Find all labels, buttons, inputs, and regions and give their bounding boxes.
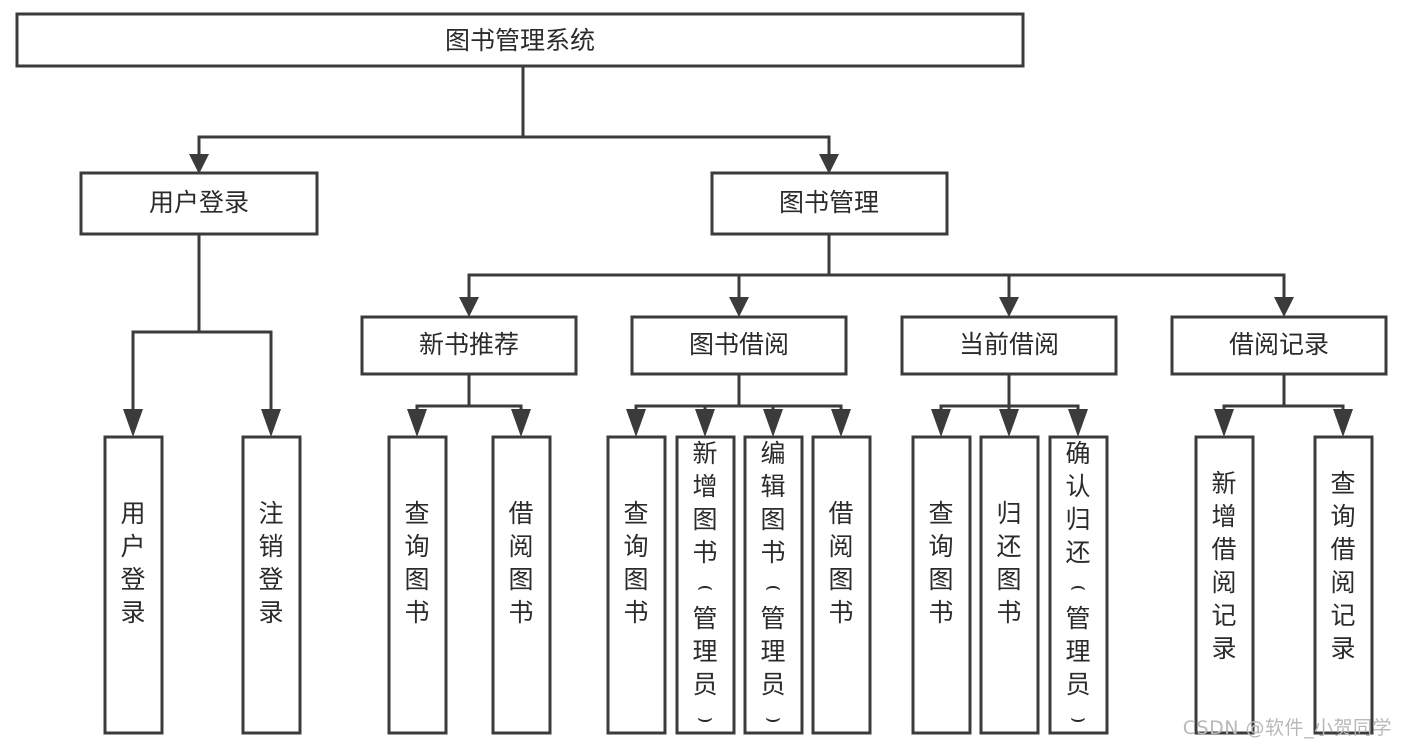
leaf-box-current-borrow-0[interactable]: [911, 435, 972, 735]
leaf-node-user-login-0[interactable]: 用户登录: [103, 435, 164, 735]
arrowhead-user-login: [189, 154, 209, 174]
node-current-borrow[interactable]: 当前借阅: [900, 315, 1118, 376]
leaf-node-borrow-record-0[interactable]: 新增借阅记录: [1194, 435, 1255, 735]
arrowhead-leaf-user-login-0: [123, 409, 143, 437]
leaf-node-current-borrow-2[interactable]: 确认归还⌢管理员⌣: [1048, 435, 1109, 735]
connector-group-borrow-record: [1214, 372, 1353, 437]
arrowhead-leaf-current-borrow-2: [1068, 409, 1088, 437]
leaf-box-user-login-1[interactable]: [241, 435, 302, 735]
connector-group-user-login: [123, 232, 281, 437]
arrowhead-book-mgmt: [819, 154, 839, 174]
arrowhead-leaf-new-book-1: [511, 409, 531, 437]
leaf-box-borrow-record-0[interactable]: [1194, 435, 1255, 735]
node-book-borrow[interactable]: 图书借阅: [630, 315, 848, 376]
node-book-management[interactable]: 图书管理: [710, 171, 949, 236]
leaf-box-new-book-0[interactable]: [387, 435, 448, 735]
arrowhead-leaf-book-borrow-1: [695, 409, 715, 437]
leaf-node-borrow-record-1[interactable]: 查询借阅记录: [1313, 435, 1374, 735]
node-current-borrow-label: 当前借阅: [959, 330, 1059, 359]
arrowhead-book-borrow: [729, 297, 749, 317]
leaf-label-book-borrow-0: 查询图书: [623, 499, 648, 627]
leaf-node-book-borrow-2[interactable]: 编辑图书⌢管理员⌣: [743, 435, 804, 735]
node-root-label: 图书管理系统: [445, 26, 595, 55]
leaf-box-book-borrow-0[interactable]: [606, 435, 667, 735]
leaf-label-user-login-1: 注销登录: [258, 499, 283, 627]
leaf-label-new-book-0: 查询图书: [404, 499, 429, 627]
leaf-node-new-book-1[interactable]: 借阅图书: [491, 435, 552, 735]
leaf-box-user-login-0[interactable]: [103, 435, 164, 735]
node-new-book-recommend-box[interactable]: [360, 315, 578, 376]
node-current-borrow-box[interactable]: [900, 315, 1118, 376]
connector-group-book-borrow: [626, 372, 851, 437]
arrowhead-leaf-user-login-1: [261, 409, 281, 437]
arrowhead-leaf-borrow-record-1: [1333, 409, 1353, 437]
connector-group-book-mgmt: [459, 232, 1294, 317]
node-user-login[interactable]: 用户登录: [79, 171, 319, 236]
node-new-book-recommend-label: 新书推荐: [419, 330, 519, 359]
leaf-box-new-book-1[interactable]: [491, 435, 552, 735]
arrowhead-leaf-book-borrow-3: [831, 409, 851, 437]
node-borrow-record-box[interactable]: [1170, 315, 1388, 376]
arrowhead-leaf-book-borrow-0: [626, 409, 646, 437]
arrowhead-leaf-current-borrow-0: [931, 409, 951, 437]
leaf-node-book-borrow-1[interactable]: 新增图书⌢管理员⌣: [675, 435, 736, 735]
connector-group-current-borrow: [931, 372, 1088, 437]
leaf-label-book-borrow-2: 编辑图书⌢管理员⌣: [760, 439, 785, 732]
node-user-login-label: 用户登录: [149, 188, 249, 217]
node-root[interactable]: 图书管理系统: [15, 12, 1025, 68]
leaf-label-borrow-record-1: 查询借阅记录: [1330, 469, 1355, 663]
leaf-node-book-borrow-3[interactable]: 借阅图书: [811, 435, 872, 735]
arrowhead-borrow-record: [1274, 297, 1294, 317]
leaf-box-book-borrow-2[interactable]: [743, 435, 804, 735]
leaf-label-new-book-1: 借阅图书: [508, 499, 533, 627]
leaf-box-book-borrow-1[interactable]: [675, 435, 736, 735]
leaf-label-borrow-record-0: 新增借阅记录: [1211, 469, 1236, 663]
arrowhead-leaf-book-borrow-2: [763, 409, 783, 437]
leaf-label-book-borrow-3: 借阅图书: [828, 499, 853, 627]
leaf-node-user-login-1[interactable]: 注销登录: [241, 435, 302, 735]
leaf-node-current-borrow-0[interactable]: 查询图书: [911, 435, 972, 735]
leaf-label-user-login-0: 用户登录: [120, 499, 145, 627]
node-user-login-box[interactable]: [79, 171, 319, 236]
leaf-node-book-borrow-0[interactable]: 查询图书: [606, 435, 667, 735]
node-book-borrow-box[interactable]: [630, 315, 848, 376]
leaf-label-book-borrow-1: 新增图书⌢管理员⌣: [692, 439, 717, 732]
leaf-label-current-borrow-1: 归还图书: [996, 499, 1021, 627]
node-borrow-record[interactable]: 借阅记录: [1170, 315, 1388, 376]
node-root-box[interactable]: [15, 12, 1025, 68]
connector-group-root: [189, 64, 839, 174]
leaf-label-current-borrow-0: 查询图书: [928, 499, 953, 627]
leaf-box-current-borrow-1[interactable]: [979, 435, 1040, 735]
node-book-borrow-label: 图书借阅: [689, 330, 789, 359]
arrowhead-new-book: [459, 297, 479, 317]
node-book-management-box[interactable]: [710, 171, 949, 236]
leaf-node-current-borrow-1[interactable]: 归还图书: [979, 435, 1040, 735]
connector-group-new-book: [407, 372, 531, 437]
leaf-box-borrow-record-1[interactable]: [1313, 435, 1374, 735]
node-book-management-label: 图书管理: [779, 188, 879, 217]
node-new-book-recommend[interactable]: 新书推荐: [360, 315, 578, 376]
arrowhead-leaf-current-borrow-1: [999, 409, 1019, 437]
arrowhead-leaf-borrow-record-0: [1214, 409, 1234, 437]
leaf-node-new-book-0[interactable]: 查询图书: [387, 435, 448, 735]
node-borrow-record-label: 借阅记录: [1229, 330, 1329, 359]
arrowhead-leaf-new-book-0: [407, 409, 427, 437]
leaf-box-current-borrow-2[interactable]: [1048, 435, 1109, 735]
leaf-box-book-borrow-3[interactable]: [811, 435, 872, 735]
leaf-label-current-borrow-2: 确认归还⌢管理员⌣: [1065, 439, 1090, 732]
arrowhead-current-borrow: [999, 297, 1019, 317]
